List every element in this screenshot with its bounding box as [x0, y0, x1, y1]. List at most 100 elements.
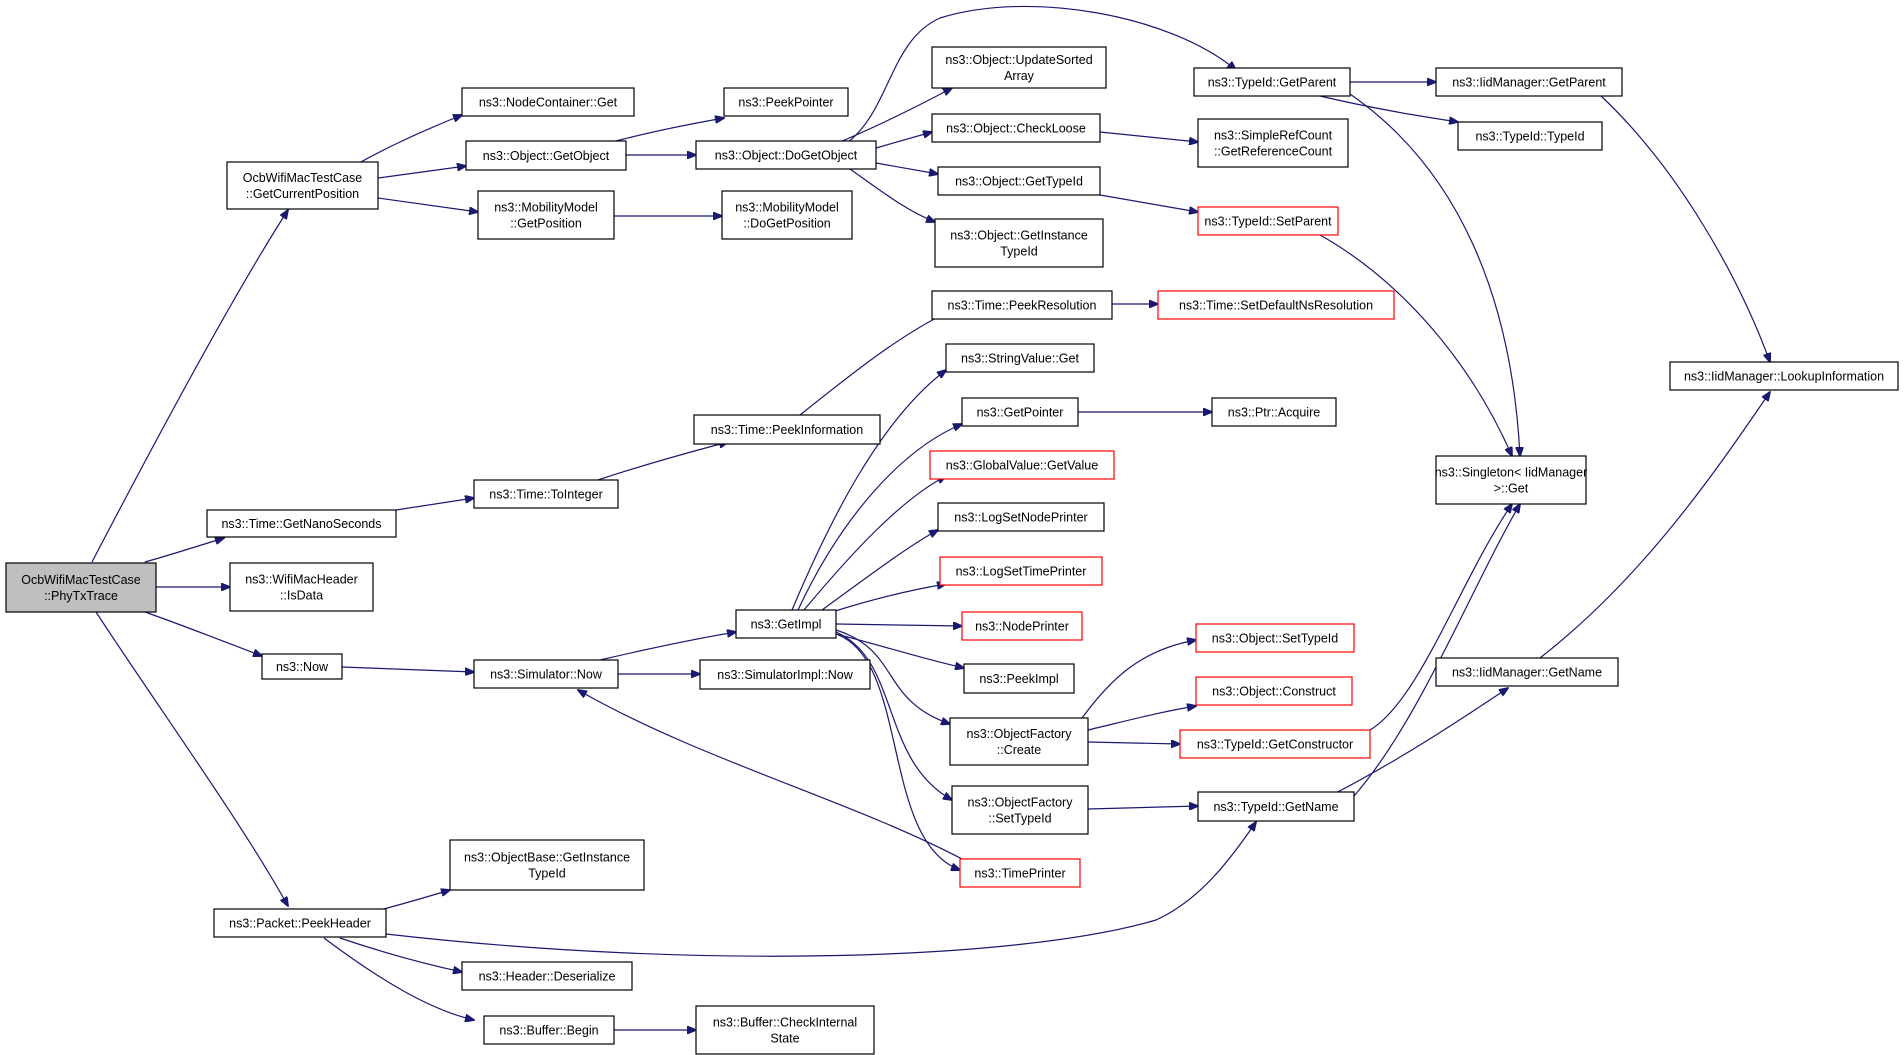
- graph-node-stringget[interactable]: ns3::StringValue::Get: [945, 343, 1095, 373]
- graph-node-setdefres[interactable]: ns3::Time::SetDefaultNsResolution: [1157, 290, 1395, 320]
- graph-node-getpointer[interactable]: ns3::GetPointer: [961, 397, 1079, 427]
- node-label-line: ns3::MobilityModel: [494, 201, 598, 215]
- graph-node-dogetobj[interactable]: ns3::Object::DoGetObject: [695, 140, 877, 170]
- graph-node-tidgetparent[interactable]: ns3::TypeId::GetParent: [1193, 67, 1351, 97]
- graph-node-tidgetctor[interactable]: ns3::TypeId::GetConstructor: [1179, 729, 1371, 759]
- graph-node-totime[interactable]: ns3::Time::ToInteger: [473, 479, 619, 509]
- graph-node-objconstruct[interactable]: ns3::Object::Construct: [1195, 676, 1353, 706]
- node-label-line: ns3::TypeId::GetConstructor: [1197, 738, 1353, 752]
- node-label-line: ns3::NodePrinter: [975, 620, 1069, 634]
- graph-node-iidgetname[interactable]: ns3::IidManager::GetName: [1435, 657, 1619, 687]
- node-box: [961, 397, 1079, 427]
- edge-peekheader-bufbegin: [323, 937, 474, 1020]
- graph-node-singleton[interactable]: ns3::Singleton< IidManager>::Get: [1435, 455, 1588, 505]
- graph-node-logtime[interactable]: ns3::LogSetTimePrinter: [939, 556, 1103, 586]
- node-label-line: ns3::PeekPointer: [738, 96, 833, 110]
- node-label-line: ns3::SimulatorImpl::Now: [717, 668, 853, 682]
- edge-iidgetname-lookupinfo: [1539, 392, 1770, 659]
- graph-node-getnano[interactable]: ns3::Time::GetNanoSeconds: [206, 509, 397, 538]
- graph-node-mobgetpos[interactable]: ns3::MobilityModel::GetPosition: [477, 190, 615, 240]
- graph-node-timeprinter[interactable]: ns3::TimePrinter: [959, 858, 1081, 888]
- graph-node-tidtid[interactable]: ns3::TypeId::TypeId: [1457, 121, 1603, 151]
- node-box: [931, 290, 1113, 320]
- graph-node-now[interactable]: ns3::Now: [261, 653, 343, 680]
- node-label-line: ns3::GetImpl: [751, 618, 822, 632]
- graph-node-simnow[interactable]: ns3::Simulator::Now: [473, 659, 619, 689]
- node-label-line: ns3::Singleton< IidManager: [1435, 466, 1588, 480]
- node-label-line: ns3::GetPointer: [977, 406, 1064, 420]
- edge-ofcreate-objsettid: [1081, 640, 1196, 719]
- node-label-line: ns3::TimePrinter: [974, 867, 1065, 881]
- graph-node-peekinfo[interactable]: ns3::Time::PeekInformation: [693, 414, 881, 445]
- node-box: [934, 218, 1104, 268]
- node-label-line: OcbWifiMacTestCase: [21, 573, 141, 587]
- graph-node-lognode[interactable]: ns3::LogSetNodePrinter: [937, 502, 1105, 532]
- graph-node-nodeprinter[interactable]: ns3::NodePrinter: [961, 611, 1083, 641]
- graph-node-ptracquire[interactable]: ns3::Ptr::Acquire: [1211, 397, 1337, 427]
- node-label-line: ns3::ObjectFactory: [967, 727, 1073, 741]
- node-label-line: ::SetTypeId: [988, 812, 1051, 826]
- node-label-line: ns3::TypeId::TypeId: [1475, 130, 1584, 144]
- graph-node-headerdeser[interactable]: ns3::Header::Deserialize: [461, 961, 633, 991]
- graph-node-mobdogetpos[interactable]: ns3::MobilityModel::DoGetPosition: [721, 190, 853, 240]
- node-label-line: ns3::ObjectBase::GetInstance: [464, 851, 630, 865]
- graph-node-simplerefcount[interactable]: ns3::SimpleRefCount::GetReferenceCount: [1197, 118, 1349, 168]
- edge-peekheader-objbasegetinst: [379, 890, 450, 911]
- node-box: [931, 46, 1107, 89]
- node-label-line: ::GetReferenceCount: [1214, 145, 1333, 159]
- node-label-line: ns3::Time::PeekResolution: [948, 299, 1097, 313]
- graph-node-nodecontget[interactable]: ns3::NodeContainer::Get: [461, 87, 635, 117]
- graph-node-globalget[interactable]: ns3::GlobalValue::GetValue: [929, 450, 1115, 480]
- node-label-line: ns3::Time::PeekInformation: [711, 423, 863, 437]
- edge-getimpl-timeprinter: [835, 633, 960, 870]
- node-label-line: ns3::GlobalValue::GetValue: [946, 459, 1098, 473]
- node-label-line: ns3::Packet::PeekHeader: [229, 917, 371, 931]
- graph-node-ofcreate[interactable]: ns3::ObjectFactory::Create: [949, 717, 1089, 766]
- node-box: [1197, 206, 1339, 236]
- edge-getimpl-ofcreate: [835, 629, 950, 724]
- node-label-line: ns3::Buffer::CheckInternal: [713, 1016, 857, 1030]
- graph-node-objgettid[interactable]: ns3::Object::GetTypeId: [937, 166, 1101, 196]
- graph-node-lookupinfo[interactable]: ns3::IidManager::LookupInformation: [1669, 361, 1899, 391]
- graph-node-tidgetname[interactable]: ns3::TypeId::GetName: [1197, 791, 1355, 822]
- node-box: [473, 479, 619, 509]
- node-label-line: OcbWifiMacTestCase: [243, 171, 363, 185]
- graph-node-objsettid[interactable]: ns3::Object::SetTypeId: [1195, 623, 1355, 653]
- nodes: OcbWifiMacTestCase::PhyTxTraceOcbWifiMac…: [5, 46, 1899, 1055]
- graph-node-peekimpl[interactable]: ns3::PeekImpl: [963, 663, 1075, 694]
- node-label-line: ::DoGetPosition: [743, 217, 831, 231]
- graph-node-peekheader[interactable]: ns3::Packet::PeekHeader: [213, 908, 387, 938]
- node-box: [945, 343, 1095, 373]
- node-label-line: TypeId: [528, 867, 566, 881]
- edge-dogetobj-updsorted: [839, 88, 952, 143]
- edge-getimpl-stringget: [791, 370, 946, 611]
- graph-node-simimplnow[interactable]: ns3::SimulatorImpl::Now: [699, 659, 871, 690]
- node-label-line: ns3::IidManager::LookupInformation: [1684, 370, 1884, 384]
- node-label-line: ns3::Object::Construct: [1212, 685, 1336, 699]
- graph-node-bufbegin[interactable]: ns3::Buffer::Begin: [483, 1015, 615, 1045]
- node-box: [1193, 67, 1351, 97]
- edge-getnano-totime: [395, 498, 474, 511]
- graph-node-checkloose[interactable]: ns3::Object::CheckLoose: [931, 113, 1101, 143]
- node-label-line: ns3::Now: [276, 660, 329, 674]
- graph-node-tidsetparent[interactable]: ns3::TypeId::SetParent: [1197, 206, 1339, 236]
- graph-node-iidgetparent[interactable]: ns3::IidManager::GetParent: [1435, 67, 1623, 97]
- graph-node-peekres[interactable]: ns3::Time::PeekResolution: [931, 290, 1113, 320]
- graph-node-phytx[interactable]: OcbWifiMacTestCase::PhyTxTrace: [5, 562, 157, 613]
- graph-node-getcurpos[interactable]: OcbWifiMacTestCase::GetCurrentPosition: [226, 161, 379, 210]
- node-box: [461, 961, 633, 991]
- graph-node-isdata[interactable]: ns3::WifiMacHeader::IsData: [229, 562, 374, 612]
- graph-node-objgetobj[interactable]: ns3::Object::GetObject: [465, 140, 627, 171]
- edge-getcurpos-objgetobj: [377, 166, 466, 179]
- node-box: [961, 611, 1083, 641]
- graph-node-ofsettid[interactable]: ns3::ObjectFactory::SetTypeId: [951, 785, 1089, 835]
- edge-peekinfo-peekres: [799, 312, 948, 416]
- graph-node-peekptr[interactable]: ns3::PeekPointer: [723, 87, 849, 117]
- node-box: [226, 161, 379, 210]
- graph-node-getimpl[interactable]: ns3::GetImpl: [735, 609, 837, 639]
